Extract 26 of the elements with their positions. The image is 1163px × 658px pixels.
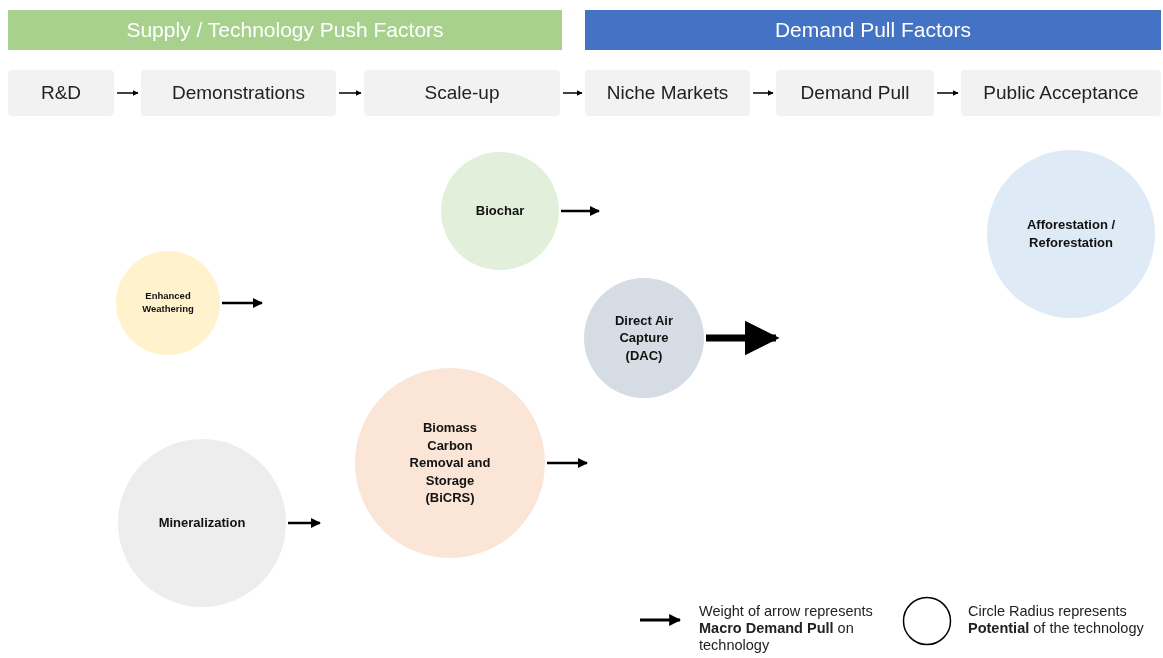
arrow	[752, 90, 774, 96]
circle-label: Enhanced Weathering	[141, 290, 195, 316]
legend-text: Circle Radius represents Potential of the technology	[968, 603, 1145, 637]
arrow	[222, 298, 263, 308]
arrow	[562, 90, 583, 96]
stage-box: Niche Markets	[585, 70, 750, 116]
arrow	[547, 458, 588, 468]
stage-box: R&D	[8, 70, 114, 116]
arrow	[116, 90, 139, 96]
legend-text: Weight of arrow represents Macro Demand Pull on technology	[699, 603, 874, 654]
circle-label: Direct Air Capture (DAC)	[613, 311, 674, 365]
arrow	[936, 90, 959, 96]
header-band: Supply / Technology Push Factors	[8, 10, 562, 50]
arrow	[706, 320, 780, 356]
arrow	[561, 206, 600, 216]
stage-box: Public Acceptance	[961, 70, 1161, 116]
stage-box: Scale-up	[364, 70, 560, 116]
circle-label: Biochar	[475, 202, 525, 220]
stage-box: Demonstrations	[141, 70, 336, 116]
circle-label: Afforestation / Reforestation	[1025, 216, 1117, 252]
circle-label: Biomass Carbon Removal and Storage (BiCRS)	[408, 419, 492, 507]
header-band: Demand Pull Factors	[585, 10, 1161, 50]
arrow	[288, 518, 321, 528]
arrow	[338, 90, 362, 96]
stage-box: Demand Pull	[776, 70, 934, 116]
circle-label: Mineralization	[158, 514, 246, 532]
